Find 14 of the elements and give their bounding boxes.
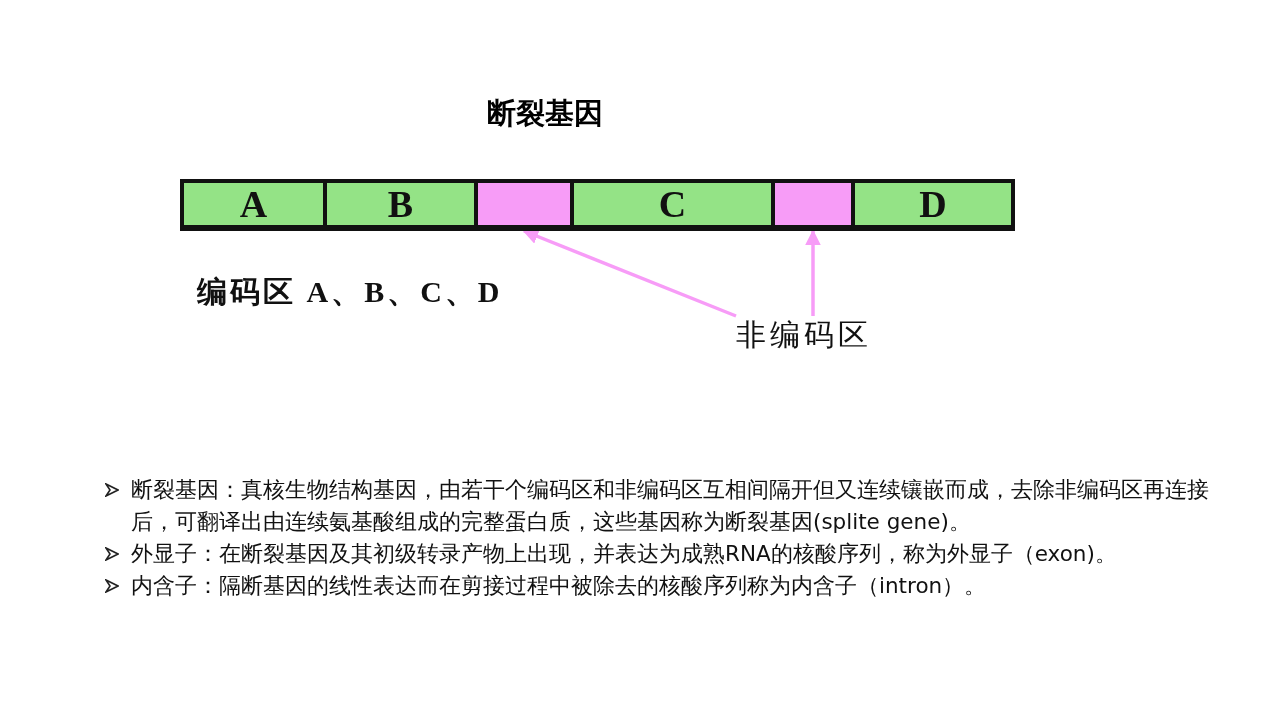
intron-segment bbox=[476, 181, 572, 227]
exon-segment: C bbox=[572, 181, 773, 227]
exon-segment: A bbox=[182, 181, 325, 227]
region-label: 编码区 A、B、C、D bbox=[197, 274, 503, 310]
intron-segment bbox=[773, 181, 853, 227]
bullet-text: 断裂基因：真核生物结构基因，由若干个编码区和非编码区互相间隔开但又连续镶嵌而成，去除非编码区再连接后，可翻译出由连续氨基酸组成的完整蛋白质，这些基因称为断裂基因(splite gene)。 bbox=[131, 476, 1210, 536]
bullet-text: 外显子：在断裂基因及其初级转录产物上出现，并表达为成熟RNA的核酸序列，称为外显子（exon)。 bbox=[131, 540, 1118, 568]
gene-bar bbox=[180, 179, 1015, 231]
arrow bbox=[805, 229, 821, 316]
region-label: 非编码区 bbox=[736, 314, 886, 356]
exon-segment: B bbox=[325, 181, 476, 227]
title: 断裂基因 bbox=[487, 95, 603, 132]
bullet-text: 内含子：隔断基因的线性表达而在剪接过程中被除去的核酸序列称为内含子（intron）。 bbox=[131, 572, 988, 600]
exon-segment: D bbox=[853, 181, 1013, 227]
